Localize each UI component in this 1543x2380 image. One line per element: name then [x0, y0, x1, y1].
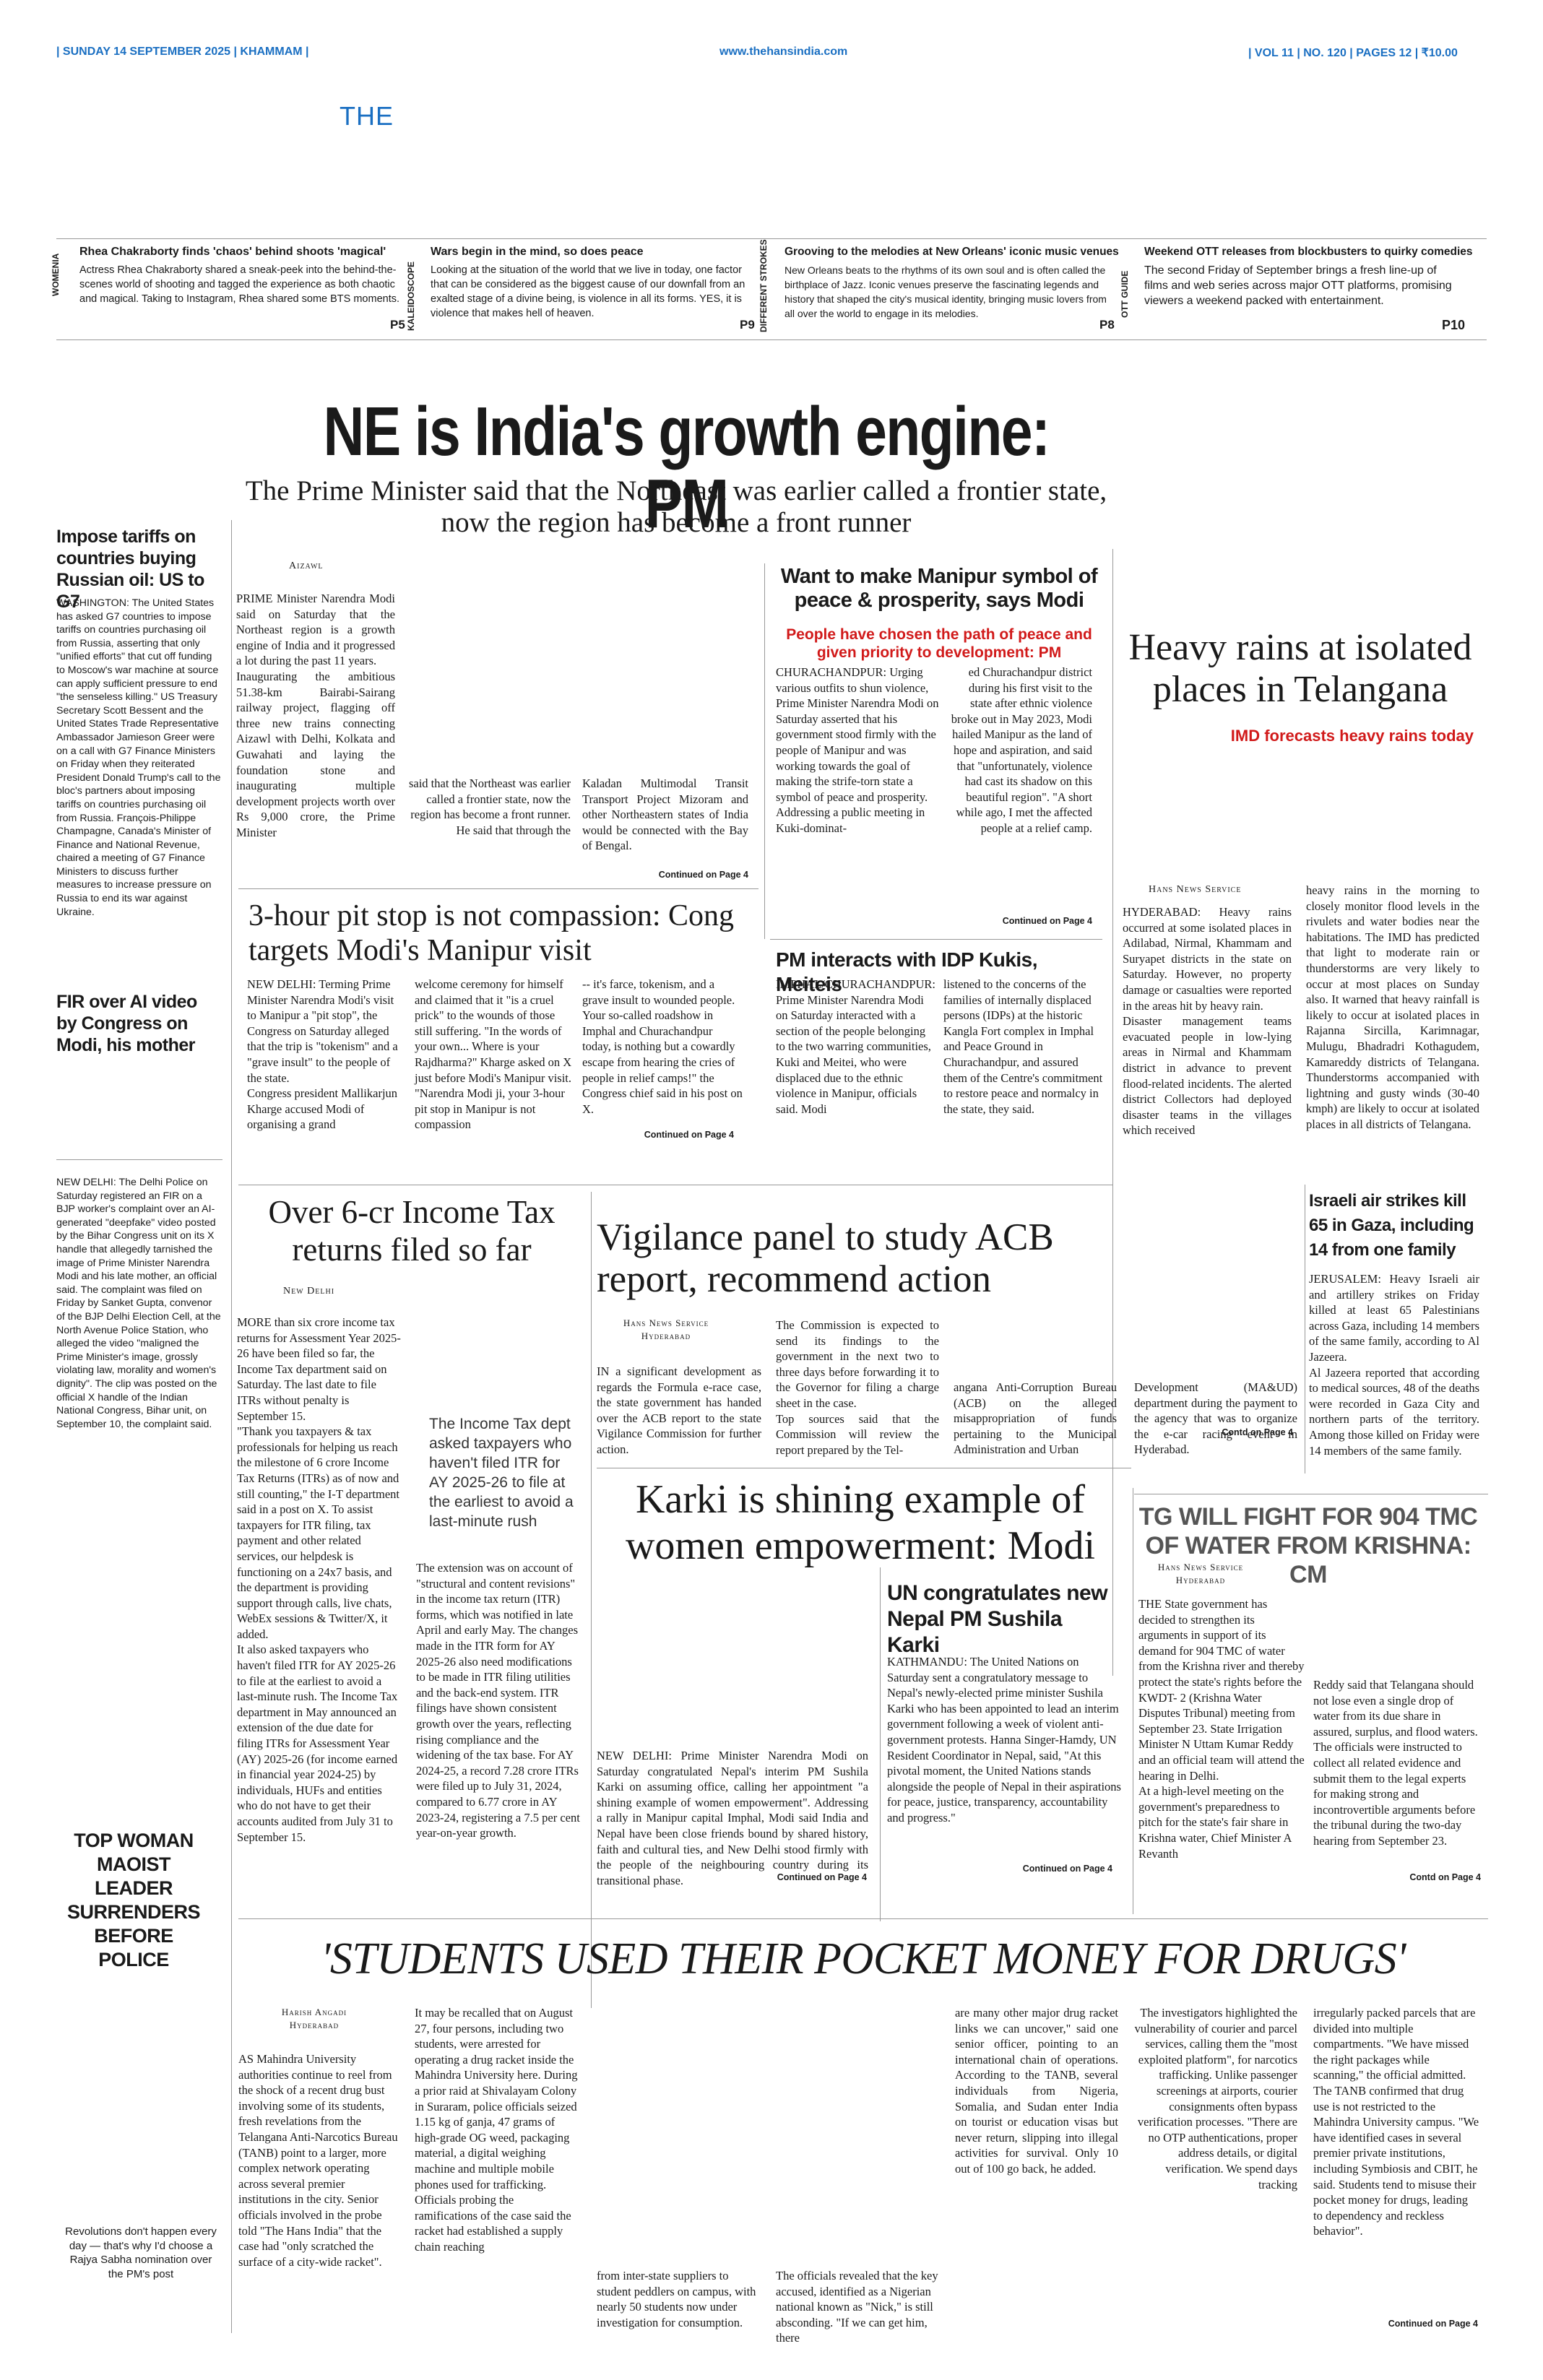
teaser-page: P5 — [390, 318, 405, 332]
drugs-continued[interactable]: Continued on Page 4 — [1388, 2319, 1478, 2329]
lead-continued[interactable]: Continued on Page 4 — [658, 870, 748, 880]
maoist-headline[interactable]: TOP WOMAN MAOIST LEADER SURRENDERS BEFOR… — [66, 1830, 201, 1970]
krishna-col-1: THE State government has decided to stre… — [1138, 1597, 1305, 1861]
pitstop-headline[interactable]: 3-hour pit stop is not compassion: Cong … — [248, 899, 734, 967]
rains-byline: Hans News Service — [1149, 884, 1242, 895]
rains-subhead: IMD forecasts heavy rains today — [1230, 727, 1474, 745]
lead-headline[interactable]: NE is India's growth engine: PM — [323, 393, 1050, 542]
tariff-headline[interactable]: Impose tariffs on countries buying Russi… — [56, 527, 204, 612]
drugs-col-3: from inter-state suppliers to student pe… — [597, 2269, 756, 2329]
income-tax-col-1: MORE than six crore income tax returns f… — [237, 1315, 401, 1844]
teaser-page: P8 — [1099, 318, 1115, 332]
income-tax-col-2: The extension was on account of "structu… — [416, 1561, 580, 1840]
vigilance-col-1: IN a significant development as regards … — [597, 1364, 761, 1456]
teaser-title: Weekend OTT releases from blockbusters t… — [1144, 246, 1473, 258]
manipur-subhead: People have chosen the path of peace and… — [786, 626, 1092, 661]
manipur-col-1: CHURACHANDPUR: Urging various outfits to… — [776, 665, 939, 835]
drugs-col-1: AS Mahindra University authorities conti… — [238, 2052, 398, 2269]
lead-col-1: PRIME Minister Narendra Modi said on Sat… — [236, 592, 395, 839]
un-continued[interactable]: Continued on Page 4 — [1022, 1864, 1112, 1874]
manipur-continued[interactable]: Continued on Page 4 — [1002, 916, 1092, 926]
teaser-page: P9 — [740, 318, 755, 332]
lead-col-3: Kaladan Multimodal Transit Transport Pro… — [582, 776, 748, 853]
lead-dateline: Aizawl — [289, 561, 324, 571]
karki-continued[interactable]: Continued on Page 4 — [777, 1872, 867, 1882]
israel-headline[interactable]: Israeli air strikes kill 65 in Gaza, inc… — [1309, 1191, 1474, 1260]
rains-col-1: HYDERABAD: Heavy rains occurred at some … — [1123, 905, 1292, 1138]
fir-text: NEW DELHI: The Delhi Police on Saturday … — [56, 1177, 221, 1430]
teaser-page: P10 — [1442, 318, 1466, 332]
israel-text: JERUSALEM: Heavy Israeli air and artille… — [1309, 1272, 1479, 1458]
website-link[interactable]: www.thehansindia.com — [719, 46, 848, 58]
teaser-text: New Orleans beats to the rhythms of its … — [785, 264, 1107, 319]
teaser-womenia[interactable]: WOMENIA Rhea Chakraborty finds 'chaos' b… — [51, 246, 410, 336]
vigilance-headline[interactable]: Vigilance panel to study ACB report, rec… — [597, 1216, 1054, 1300]
un-text: KATHMANDU: The United Nations on Saturda… — [887, 1655, 1121, 1825]
vigilance-byline-city: Hyderabad — [641, 1330, 691, 1341]
idp-col-1: IMPHAL/CHURACHANDPUR: Prime Minister Nar… — [776, 977, 935, 1116]
vigilance-continued[interactable]: Contd on Page 4 — [1222, 1427, 1293, 1437]
idp-col-2: listened to the concerns of the families… — [943, 977, 1103, 1116]
tariff-text: WASHINGTON: The United States has asked … — [56, 597, 221, 918]
krishna-col-2: Reddy said that Telangana should not los… — [1313, 1678, 1478, 1848]
fir-headline[interactable]: FIR over AI video by Congress on Modi, h… — [56, 992, 197, 1055]
pitstop-col-1: NEW DELHI: Terming Prime Minister Narend… — [247, 977, 398, 1132]
rajya-quote: Revolutions don't happen every day — tha… — [65, 2225, 217, 2280]
teaser-title: Wars begin in the mind, so does peace — [431, 246, 644, 258]
manipur-headline[interactable]: Want to make Manipur symbol of peace & p… — [780, 565, 1098, 612]
vigilance-col-4: Development (MA&UD) department during th… — [1134, 1380, 1297, 1457]
lead-deck: The Prime Minister said that the Northea… — [245, 475, 1107, 538]
teaser-section-label: DIFFERENT STROKES — [758, 239, 769, 332]
drugs-col-4: The officials revealed that the key accu… — [776, 2269, 938, 2345]
teaser-kaleidoscope[interactable]: KALEIDOSCOPE Wars begin in the mind, so … — [406, 246, 763, 336]
edition-date: | SUNDAY 14 SEPTEMBER 2025 | KHAMMAM | — [56, 46, 309, 58]
lead-col-2: said that the Northeast was earlier call… — [408, 776, 571, 837]
drugs-byline-city: Hyderabad — [289, 2020, 340, 2030]
pitstop-col-3: -- it's farce, tokenism, and a grave ins… — [582, 977, 743, 1116]
teaser-different-strokes[interactable]: DIFFERENT STROKES Grooving to the melodi… — [758, 239, 1124, 336]
teaser-title: Rhea Chakraborty finds 'chaos' behind sh… — [79, 246, 386, 258]
logo-text: THE — [340, 101, 394, 131]
income-tax-dateline: New Delhi — [283, 1286, 335, 1297]
teaser-section-label: WOMENIA — [51, 253, 61, 296]
karki-headline[interactable]: Karki is shining example of women empowe… — [625, 1477, 1096, 1568]
karki-text: NEW DELHI: Prime Minister Narendra Modi … — [597, 1749, 868, 1887]
drugs-col-5: are many other major drug racket links w… — [955, 2006, 1118, 2176]
vigilance-byline: Hans News Service — [623, 1317, 709, 1328]
krishna-continued[interactable]: Contd on Page 4 — [1409, 1872, 1481, 1882]
krishna-byline: Hans News Service — [1157, 1562, 1244, 1572]
idp-headline[interactable]: PM interacts with IDP Kukis, Meiteis — [776, 948, 1038, 995]
drugs-col-7: irregularly packed parcels that are divi… — [1313, 2006, 1479, 2238]
volume-info: | VOL 11 | NO. 120 | PAGES 12 | ₹10.00 — [1248, 47, 1458, 59]
drugs-headline[interactable]: 'STUDENTS USED THEIR POCKET MONEY FOR DR… — [321, 1934, 1406, 1983]
teaser-title: Grooving to the melodies at New Orleans'… — [785, 246, 1119, 258]
krishna-byline-city: Hyderabad — [1175, 1575, 1226, 1585]
teaser-text: The second Friday of September brings a … — [1144, 264, 1452, 307]
pitstop-continued[interactable]: Continued on Page 4 — [644, 1130, 734, 1140]
teaser-text: Looking at the situation of the world th… — [431, 264, 745, 319]
drugs-col-2: It may be recalled that on August 27, fo… — [415, 2006, 578, 2254]
drugs-col-6: The investigators highlighted the vulner… — [1134, 2006, 1297, 2191]
teaser-ott-guide[interactable]: OTT GUIDE Weekend OTT releases from bloc… — [1120, 246, 1485, 336]
vigilance-col-2: The Commission is expected to send its f… — [776, 1318, 939, 1457]
krishna-headline[interactable]: TG WILL FIGHT FOR 904 TMC OF WATER FROM … — [1138, 1503, 1478, 1588]
teaser-text: Actress Rhea Chakraborty shared a sneak-… — [79, 264, 400, 305]
vigilance-col-3: angana Anti-Corruption Bureau (ACB) on t… — [954, 1380, 1117, 1457]
income-tax-headline[interactable]: Over 6-cr Income Tax returns filed so fa… — [268, 1194, 556, 1268]
drugs-byline: Harish Angadi — [281, 2007, 347, 2017]
pitstop-col-2: welcome ceremony for himself and claimed… — [415, 977, 572, 1132]
income-tax-pullquote: The Income Tax dept asked taxpayers who … — [429, 1416, 574, 1530]
manipur-col-2: ed Churachandpur district during his fir… — [951, 665, 1092, 835]
rains-col-2: heavy rains in the morning to closely mo… — [1306, 883, 1479, 1131]
teaser-section-label: OTT GUIDE — [1120, 270, 1130, 318]
teaser-section-label: KALEIDOSCOPE — [406, 261, 416, 331]
un-headline[interactable]: UN congratulates new Nepal PM Sushila Ka… — [887, 1581, 1108, 1657]
rains-headline[interactable]: Heavy rains at isolated places in Telang… — [1128, 627, 1472, 710]
